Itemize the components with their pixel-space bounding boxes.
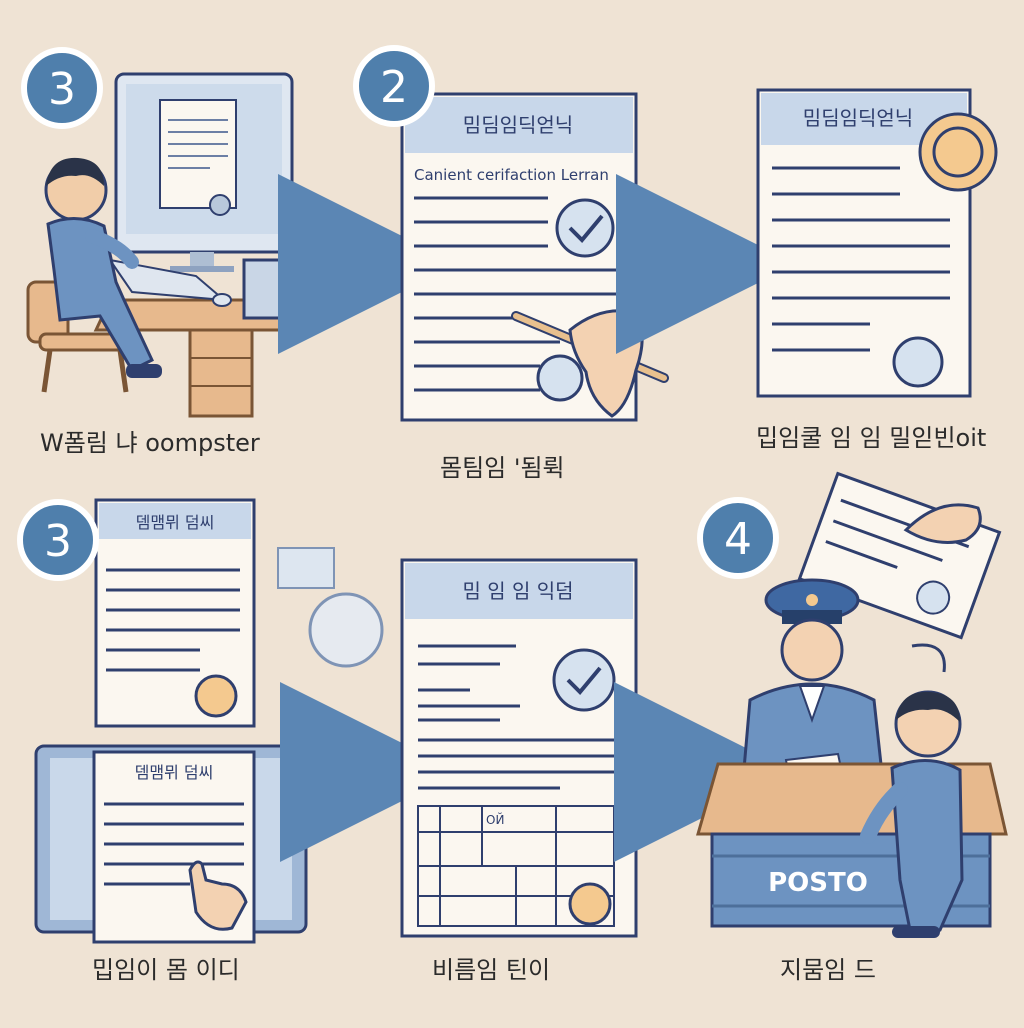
- document-title: 밈딤임딕얻닉: [463, 113, 573, 137]
- document-title: 밈딤임딕얻닉: [803, 106, 913, 130]
- pointing-hand-icon: [188, 860, 248, 931]
- step-caption: 밉임쿨 임 임 밀읻빈oit: [756, 424, 987, 452]
- document-title: 뎀맴뮈 덤씨: [135, 763, 214, 782]
- step-3-stamped-letter: 밈딤임딕얻닉: [756, 88, 998, 398]
- seal-icon: [308, 592, 384, 668]
- stamp-seal-icon: [536, 354, 584, 402]
- official-stamp-icon: [918, 112, 998, 192]
- approval-seal-icon: [552, 648, 616, 712]
- step-caption: 밉임이 몸 이디: [92, 956, 240, 984]
- document-title: 밈 임 임 익덤: [462, 579, 573, 603]
- step-1-computer-scene: 3: [21, 47, 321, 418]
- stamp-seal-icon: [568, 882, 612, 926]
- document-subtitle: Canient cerifaction Lerran: [414, 166, 609, 184]
- step-badge: [17, 499, 99, 581]
- step-caption: 비름임 틴이: [432, 956, 551, 984]
- step-4-tablet-review: 뎀맴뮈 덤씨 뎀맴뮈 덤씨: [34, 498, 384, 944]
- step-caption: 몸팀임 '됨뤽: [440, 454, 565, 482]
- step-badge-number: 2: [380, 62, 408, 113]
- table-header-label: ОЙ: [486, 812, 504, 827]
- stamp-seal-icon: [194, 674, 238, 718]
- step-2-signing-scene: 밈딤임딕얻닉 Canient cerifaction Lerran: [400, 92, 669, 422]
- step-6-post-office-scene: POSTO: [696, 471, 1008, 938]
- approval-seal-icon: [555, 198, 615, 258]
- step-badge-number: 3: [48, 64, 76, 115]
- step-badge: [697, 497, 779, 579]
- step-5-form-document: 밈 임 임 익덤 ОЙ: [400, 558, 638, 938]
- computer-tower-icon: [242, 258, 286, 320]
- clerk-icon: [780, 618, 844, 682]
- step-caption: W폼림 냐 oompster: [40, 429, 260, 457]
- step-badge: [21, 47, 103, 129]
- desk-drawers: [188, 328, 254, 418]
- step-badge: [353, 45, 435, 127]
- counter-sign: POSTO: [768, 868, 868, 898]
- step-badge-number: 4: [724, 514, 752, 565]
- mouse-icon: [212, 293, 232, 307]
- stamp-seal-icon: [892, 336, 944, 388]
- screen-document: [159, 99, 237, 209]
- step-caption: 지뭄임 드: [780, 956, 876, 984]
- step-badge-number: 3: [44, 516, 72, 567]
- small-card-icon: [277, 547, 335, 589]
- document-header: [405, 97, 633, 153]
- hand-icon: [903, 503, 982, 544]
- document-title: 뎀맴뮈 덤씨: [136, 513, 215, 532]
- seal-icon: [209, 194, 231, 216]
